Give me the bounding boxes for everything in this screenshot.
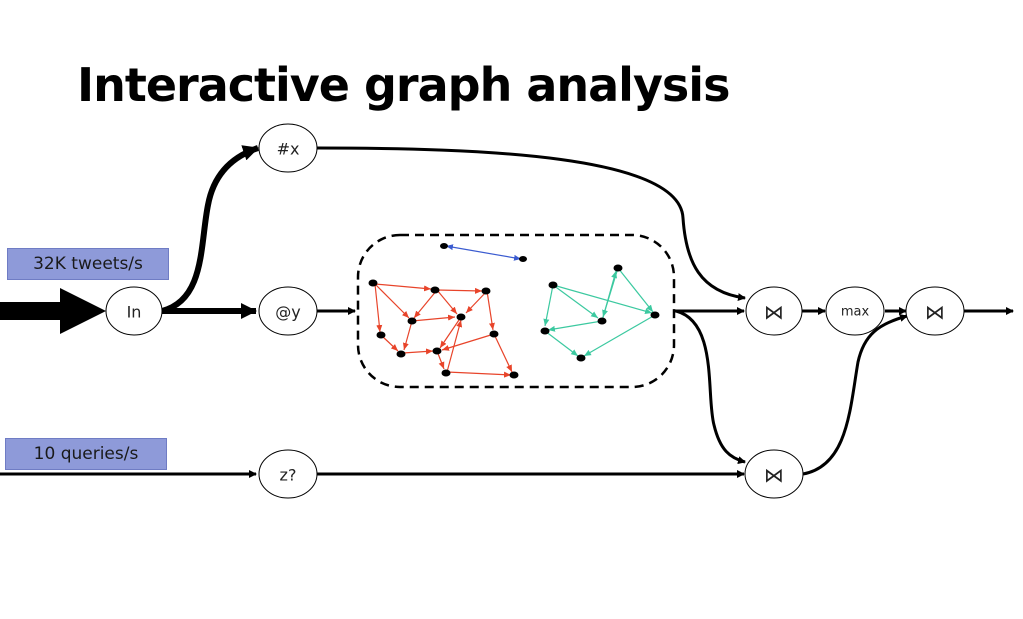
input-stream-arrow	[0, 288, 106, 334]
red-graph	[374, 283, 513, 378]
join-bottom-symbol: ⋈	[764, 463, 784, 487]
edge-hashtag-to-join	[316, 146, 746, 302]
edge-bottom-join-to-final-join	[802, 314, 908, 476]
query-node-label: z?	[280, 466, 297, 485]
mention-node	[258, 286, 318, 336]
edge-graph-to-bottom-join	[675, 309, 746, 465]
blue-graph	[440, 243, 527, 262]
in-node-label: In	[127, 303, 142, 322]
join-final-node	[905, 286, 965, 336]
queries-rate-label: 10 queries/s	[5, 438, 167, 470]
query-node	[258, 449, 318, 499]
max-node-label: max	[841, 305, 870, 320]
in-node	[105, 286, 163, 336]
join-bottom-node	[744, 449, 804, 499]
hashtag-node-label: #x	[277, 140, 300, 159]
hashtag-node	[258, 123, 318, 173]
mention-node-label: @y	[275, 303, 300, 322]
max-node	[825, 286, 885, 336]
join-top-node	[745, 286, 803, 336]
edge-in-to-hashtag	[161, 145, 259, 314]
red-graph-nodes	[368, 279, 519, 379]
teal-graph-nodes	[540, 264, 660, 362]
join-final-symbol: ⋈	[925, 300, 945, 324]
teal-graph	[543, 267, 656, 357]
graph-state-box	[356, 233, 676, 389]
tweets-rate-label: 32K tweets/s	[7, 248, 169, 280]
page-title: Interactive graph analysis	[77, 58, 730, 112]
join-top-symbol: ⋈	[764, 300, 784, 324]
